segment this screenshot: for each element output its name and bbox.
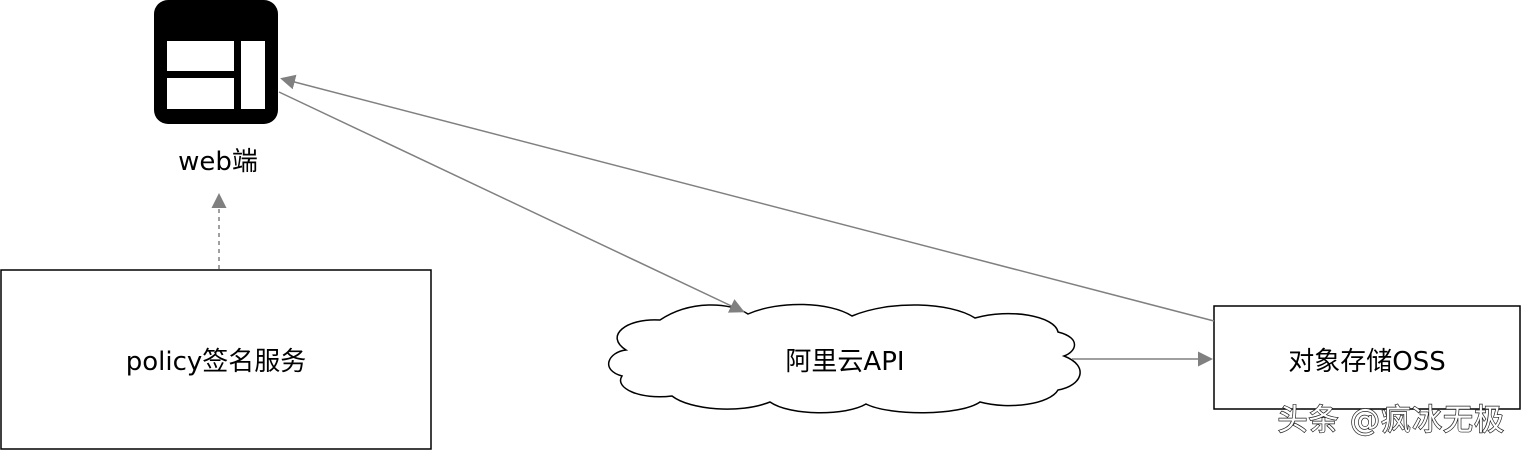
policy-service-node: policy签名服务 <box>0 269 432 450</box>
aliyun-api-cloud: 阿里云API <box>608 303 1081 414</box>
aliyun-api-label: 阿里云API <box>785 347 904 377</box>
oss-label: 对象存储OSS <box>1288 347 1445 377</box>
web-browser-icon <box>154 0 278 124</box>
edge-oss-to-web <box>280 74 1215 322</box>
oss-node: 对象存储OSS <box>1213 305 1521 410</box>
policy-service-label: policy签名服务 <box>126 347 307 377</box>
watermark-text: 头条 @疯冰无极 <box>1277 403 1505 438</box>
edge-web-to-api <box>278 91 745 313</box>
web-client-label: web端 <box>178 147 258 177</box>
